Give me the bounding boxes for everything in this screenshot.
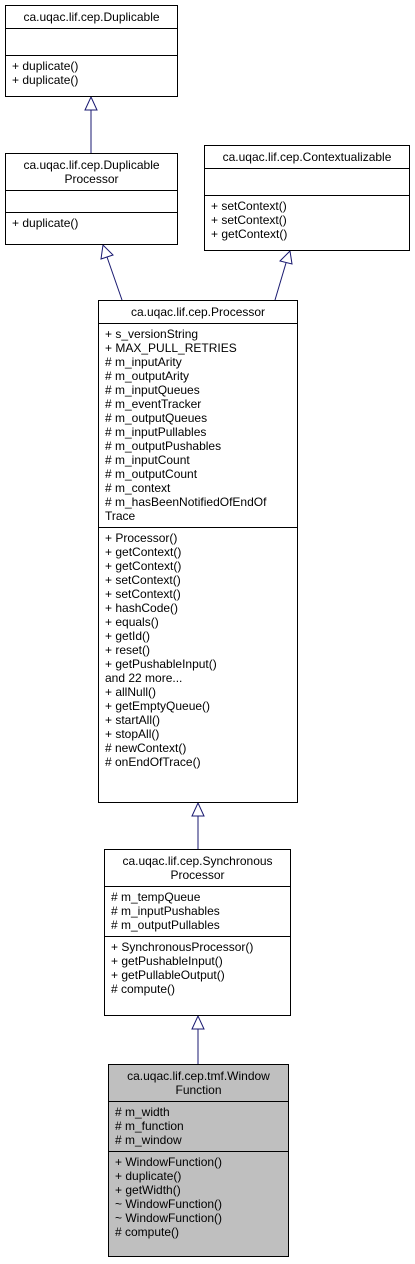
methods-section: + duplicate() bbox=[6, 212, 177, 234]
method: + setContext() bbox=[105, 587, 181, 601]
method: + duplicate() bbox=[12, 59, 79, 73]
class-synchronous-processor[interactable]: ca.uqac.lif.cep.Synchronous Processor # … bbox=[104, 849, 291, 1016]
attributes-section bbox=[205, 168, 409, 195]
more-members-link[interactable]: and 22 more... bbox=[105, 671, 183, 685]
class-title: ca.uqac.lif.cep.Duplicable Processor bbox=[6, 154, 177, 190]
method: + duplicate() bbox=[115, 1169, 182, 1183]
attribute: # m_inputQueues bbox=[105, 383, 200, 397]
class-title: ca.uqac.lif.cep.tmf.Window Function bbox=[109, 1065, 288, 1101]
method: + getContext() bbox=[105, 545, 182, 559]
method: ~ WindowFunction() bbox=[115, 1197, 223, 1211]
arrowhead-synchronous-processor bbox=[191, 1014, 205, 1030]
attribute: # m_outputQueues bbox=[105, 411, 208, 425]
method: + getPushableInput() bbox=[111, 954, 223, 968]
class-title-line: ca.uqac.lif.cep.Duplicable bbox=[23, 10, 160, 24]
arrowhead-duplicable-processor bbox=[100, 243, 114, 260]
method: + stopAll() bbox=[105, 727, 160, 741]
method: + getContext() bbox=[211, 227, 288, 241]
class-title-line: Processor bbox=[170, 868, 225, 882]
class-title-line: ca.uqac.lif.cep.Duplicable bbox=[23, 158, 160, 172]
method: + WindowFunction() bbox=[115, 1155, 223, 1169]
attribute: + s_versionString bbox=[105, 327, 199, 341]
class-title: ca.uqac.lif.cep.Duplicable bbox=[6, 6, 177, 28]
method: + setContext() bbox=[211, 213, 287, 227]
method: + getWidth() bbox=[115, 1183, 181, 1197]
attributes-section bbox=[6, 190, 177, 212]
attribute: # m_window bbox=[115, 1133, 182, 1147]
arrowhead-processor bbox=[191, 801, 205, 817]
method: + setContext() bbox=[211, 199, 287, 213]
attribute: # m_inputCount bbox=[105, 453, 190, 467]
class-title-line: Processor bbox=[64, 172, 119, 186]
attribute: # m_inputPushables bbox=[111, 904, 220, 918]
class-title-line: ca.uqac.lif.cep.Processor bbox=[130, 305, 266, 319]
methods-section: + duplicate() + duplicate() bbox=[6, 55, 177, 91]
attribute: + MAX_PULL_RETRIES bbox=[105, 341, 237, 355]
attributes-section: # m_tempQueue # m_inputPushables # m_out… bbox=[105, 886, 290, 936]
attribute: # m_eventTracker bbox=[105, 397, 202, 411]
attribute: # m_inputArity bbox=[105, 355, 182, 369]
attribute: # m_inputPullables bbox=[105, 425, 207, 439]
edge-processor-to-contextualizable bbox=[274, 262, 287, 301]
method: # compute() bbox=[111, 982, 176, 996]
method: + duplicate() bbox=[12, 216, 79, 230]
class-duplicable[interactable]: ca.uqac.lif.cep.Duplicable + duplicate()… bbox=[5, 5, 178, 97]
attribute: # m_function bbox=[115, 1119, 184, 1133]
attributes-section: # m_width # m_function # m_window bbox=[109, 1101, 288, 1151]
method: + allNull() bbox=[105, 685, 157, 699]
class-title: ca.uqac.lif.cep.Contextualizable bbox=[205, 146, 409, 168]
attribute: # m_tempQueue bbox=[111, 890, 201, 904]
class-window-function: ca.uqac.lif.cep.tmf.Window Function # m_… bbox=[108, 1064, 289, 1257]
methods-section: + SynchronousProcessor() + getPushableIn… bbox=[105, 936, 290, 1000]
class-title: ca.uqac.lif.cep.Synchronous Processor bbox=[105, 850, 290, 886]
method: + duplicate() bbox=[12, 73, 79, 87]
method: + getPullableOutput() bbox=[111, 968, 225, 982]
attribute: # m_width bbox=[115, 1105, 170, 1119]
method: + hashCode() bbox=[105, 601, 179, 615]
attribute: # m_outputPushables bbox=[105, 439, 222, 453]
class-title: ca.uqac.lif.cep.Processor bbox=[99, 301, 297, 323]
methods-section: + Processor() + getContext() + getContex… bbox=[99, 527, 297, 773]
method: + getId() bbox=[105, 629, 151, 643]
class-title-line: ca.uqac.lif.cep.Contextualizable bbox=[222, 150, 392, 164]
attributes-section: + s_versionString + MAX_PULL_RETRIES # m… bbox=[99, 323, 297, 527]
attribute: # m_outputArity bbox=[105, 369, 190, 383]
methods-section: + setContext() + setContext() + getConte… bbox=[205, 195, 409, 245]
attribute: # m_hasBeenNotifiedOfEndOf bbox=[105, 495, 267, 509]
attribute: # m_context bbox=[105, 481, 171, 495]
attribute: # m_outputPullables bbox=[111, 918, 220, 932]
methods-section: + WindowFunction() + duplicate() + getWi… bbox=[109, 1151, 288, 1243]
method: + setContext() bbox=[105, 573, 181, 587]
method: + equals() bbox=[105, 615, 159, 629]
method: # onEndOfTrace() bbox=[105, 755, 201, 769]
class-processor[interactable]: ca.uqac.lif.cep.Processor + s_versionStr… bbox=[98, 300, 298, 803]
method: + reset() bbox=[105, 643, 151, 657]
method: + Processor() bbox=[105, 531, 178, 545]
class-duplicable-processor[interactable]: ca.uqac.lif.cep.Duplicable Processor + d… bbox=[5, 153, 178, 245]
edge-processor-to-duplicable-processor bbox=[106, 256, 123, 301]
attributes-section bbox=[6, 28, 177, 55]
method: # newContext() bbox=[105, 741, 187, 755]
method: + getPushableInput() bbox=[105, 657, 217, 671]
class-contextualizable[interactable]: ca.uqac.lif.cep.Contextualizable + setCo… bbox=[204, 145, 410, 251]
method: # compute() bbox=[115, 1225, 180, 1239]
class-title-line: ca.uqac.lif.cep.Synchronous bbox=[122, 854, 273, 868]
method: + startAll() bbox=[105, 713, 161, 727]
method: + getContext() bbox=[105, 559, 182, 573]
attribute: Trace bbox=[105, 509, 136, 523]
arrowhead-duplicable bbox=[84, 95, 98, 111]
class-title-line: ca.uqac.lif.cep.tmf.Window bbox=[127, 1069, 270, 1083]
attribute: # m_outputCount bbox=[105, 467, 198, 481]
arrowhead-contextualizable bbox=[279, 249, 293, 265]
class-title-line: Function bbox=[175, 1083, 222, 1097]
method: + getEmptyQueue() bbox=[105, 699, 211, 713]
method: + SynchronousProcessor() bbox=[111, 940, 254, 954]
method: ~ WindowFunction() bbox=[115, 1211, 223, 1225]
